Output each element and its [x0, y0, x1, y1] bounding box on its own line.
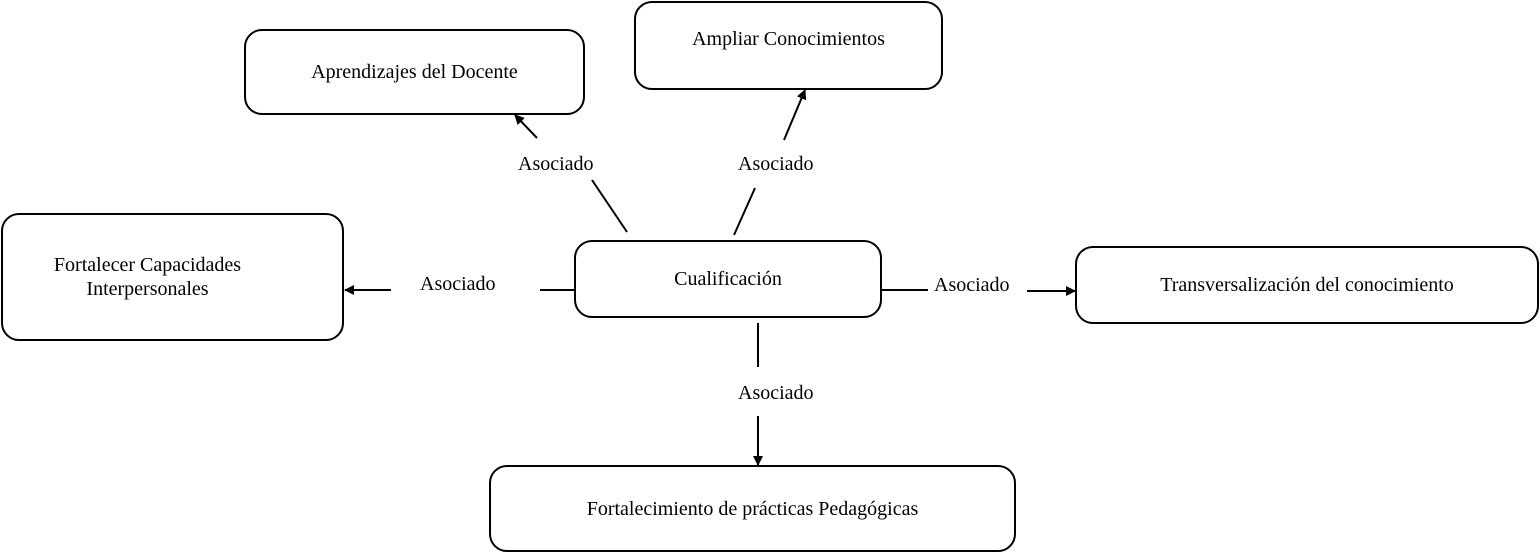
node-label: Cualificación — [674, 268, 782, 290]
node-label: Fortalecer Capacidades Interpersonales — [53, 254, 242, 300]
node-fortalecimiento-practicas[interactable]: Fortalecimiento de prácticas Pedagógicas — [489, 465, 1016, 552]
edge-label-fortalecer: Asociado — [420, 273, 496, 295]
edge-label-ampliar: Asociado — [738, 153, 814, 175]
node-transversalizacion[interactable]: Transversalización del conocimiento — [1075, 246, 1539, 324]
node-label: Ampliar Conocimientos — [692, 28, 885, 50]
node-fortalecer-capacidades[interactable]: Fortalecer Capacidades Interpersonales — [1, 213, 344, 341]
edge-label-transversalizacion: Asociado — [934, 274, 1010, 296]
node-aprendizajes-del-docente[interactable]: Aprendizajes del Docente — [244, 29, 585, 115]
edge-label-practicas: Asociado — [738, 382, 814, 404]
node-label: Fortalecimiento de prácticas Pedagógicas — [586, 497, 919, 520]
edge-arrow-ampliar — [783, 89, 807, 141]
edge-line-aprendizajes-lower — [591, 179, 628, 233]
edge-arrow-aprendizajes — [514, 114, 538, 139]
node-label: Transversalización del conocimiento — [1160, 274, 1454, 296]
node-ampliar-conocimientos[interactable]: Ampliar Conocimientos — [634, 1, 943, 90]
edge-label-aprendizajes: Asociado — [518, 153, 594, 175]
edge-line-ampliar-lower — [733, 187, 756, 236]
node-cualificacion[interactable]: Cualificación — [574, 240, 882, 318]
node-label: Aprendizajes del Docente — [311, 61, 518, 83]
